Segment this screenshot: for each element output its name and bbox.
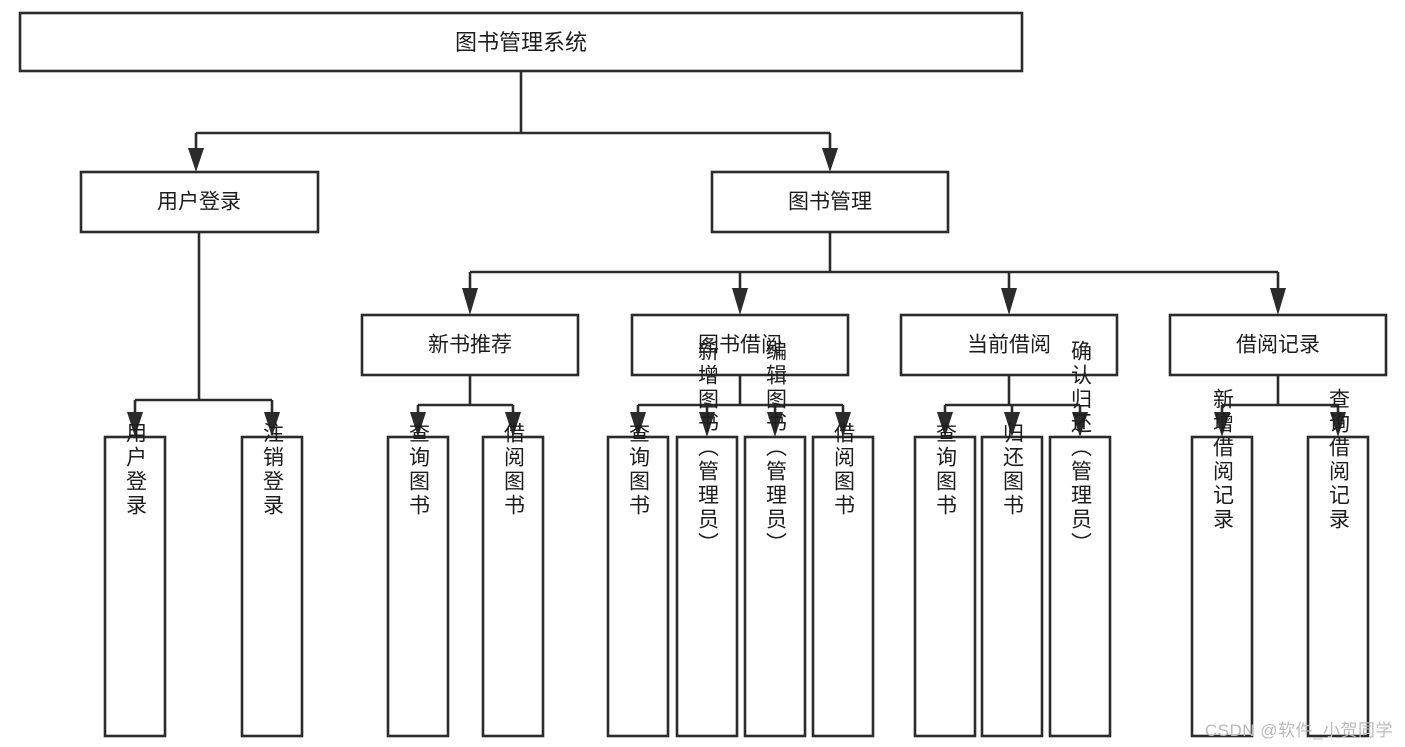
leaf-user-login-login[interactable]: 用户登录 bbox=[103, 422, 167, 738]
leaf-borrowrecord-query-label: 查询借阅记录 bbox=[1327, 388, 1351, 532]
leaf-bookborrow-borrow[interactable]: 借阅图书 bbox=[811, 422, 875, 738]
leaf-bookborrow-edit[interactable]: 编辑图书（管理员） bbox=[743, 340, 807, 738]
leaf-currentborrow-query[interactable]: 查询图书 bbox=[913, 422, 977, 738]
leaf-currentborrow-return[interactable]: 归还图书 bbox=[980, 422, 1044, 738]
connector-newbook-to-leaves bbox=[410, 375, 521, 437]
leaf-currentborrow-confirm-label: 确认归还（管理员） bbox=[1069, 340, 1093, 556]
node-book-management[interactable]: 图书管理 bbox=[710, 170, 950, 234]
node-root[interactable]: 图书管理系统 bbox=[18, 11, 1024, 73]
node-book-management-label: 图书管理 bbox=[788, 191, 872, 214]
leaf-user-login-logout[interactable]: 注销登录 bbox=[240, 422, 304, 738]
leaf-newbook-borrow-label: 借阅图书 bbox=[502, 422, 526, 518]
node-book-borrow-label: 图书借阅 bbox=[698, 334, 782, 357]
node-book-borrow[interactable]: 图书借阅 bbox=[630, 313, 850, 377]
leaf-newbook-borrow[interactable]: 借阅图书 bbox=[481, 422, 545, 738]
connector-borrowrecord-to-leaves bbox=[1214, 375, 1346, 437]
leaf-currentborrow-return-label: 归还图书 bbox=[1001, 422, 1025, 518]
leaf-borrowrecord-add[interactable]: 新增借阅记录 bbox=[1190, 388, 1254, 738]
leaf-user-login-logout-label: 注销登录 bbox=[261, 422, 285, 518]
leaf-newbook-query[interactable]: 查询图书 bbox=[386, 422, 450, 738]
node-user-login[interactable]: 用户登录 bbox=[79, 170, 320, 234]
connector-userlogin-to-leaves bbox=[127, 232, 280, 437]
node-current-borrow[interactable]: 当前借阅 bbox=[899, 313, 1119, 377]
node-new-book-recommend[interactable]: 新书推荐 bbox=[360, 313, 580, 377]
leaf-currentborrow-query-label: 查询图书 bbox=[934, 422, 958, 518]
leaf-borrowrecord-query[interactable]: 查询借阅记录 bbox=[1306, 388, 1370, 738]
leaf-bookborrow-query[interactable]: 查询图书 bbox=[606, 422, 670, 738]
leaf-bookborrow-query-label: 查询图书 bbox=[627, 422, 651, 518]
connector-root-to-level2 bbox=[188, 71, 838, 172]
leaf-currentborrow-confirm[interactable]: 确认归还（管理员） bbox=[1048, 340, 1112, 738]
leaf-newbook-query-label: 查询图书 bbox=[407, 422, 431, 518]
leaf-bookborrow-edit-label: 编辑图书（管理员） bbox=[764, 340, 788, 556]
connector-bookborrow-to-leaves bbox=[630, 375, 851, 437]
connector-books-to-level3 bbox=[462, 232, 1286, 315]
connector-currentborrow-to-leaves bbox=[937, 375, 1088, 437]
node-user-login-label: 用户登录 bbox=[157, 191, 241, 214]
leaf-bookborrow-borrow-label: 借阅图书 bbox=[832, 422, 856, 518]
node-new-book-recommend-label: 新书推荐 bbox=[428, 334, 512, 357]
node-root-label: 图书管理系统 bbox=[455, 30, 587, 55]
leaf-bookborrow-add-label: 新增图书（管理员） bbox=[696, 340, 720, 556]
leaf-bookborrow-add[interactable]: 新增图书（管理员） bbox=[675, 340, 739, 738]
leaf-user-login-login-label: 用户登录 bbox=[124, 422, 148, 518]
node-borrow-record-label: 借阅记录 bbox=[1236, 334, 1320, 357]
leaf-borrowrecord-add-label: 新增借阅记录 bbox=[1211, 388, 1235, 532]
node-borrow-record[interactable]: 借阅记录 bbox=[1168, 313, 1388, 377]
node-current-borrow-label: 当前借阅 bbox=[967, 334, 1051, 357]
